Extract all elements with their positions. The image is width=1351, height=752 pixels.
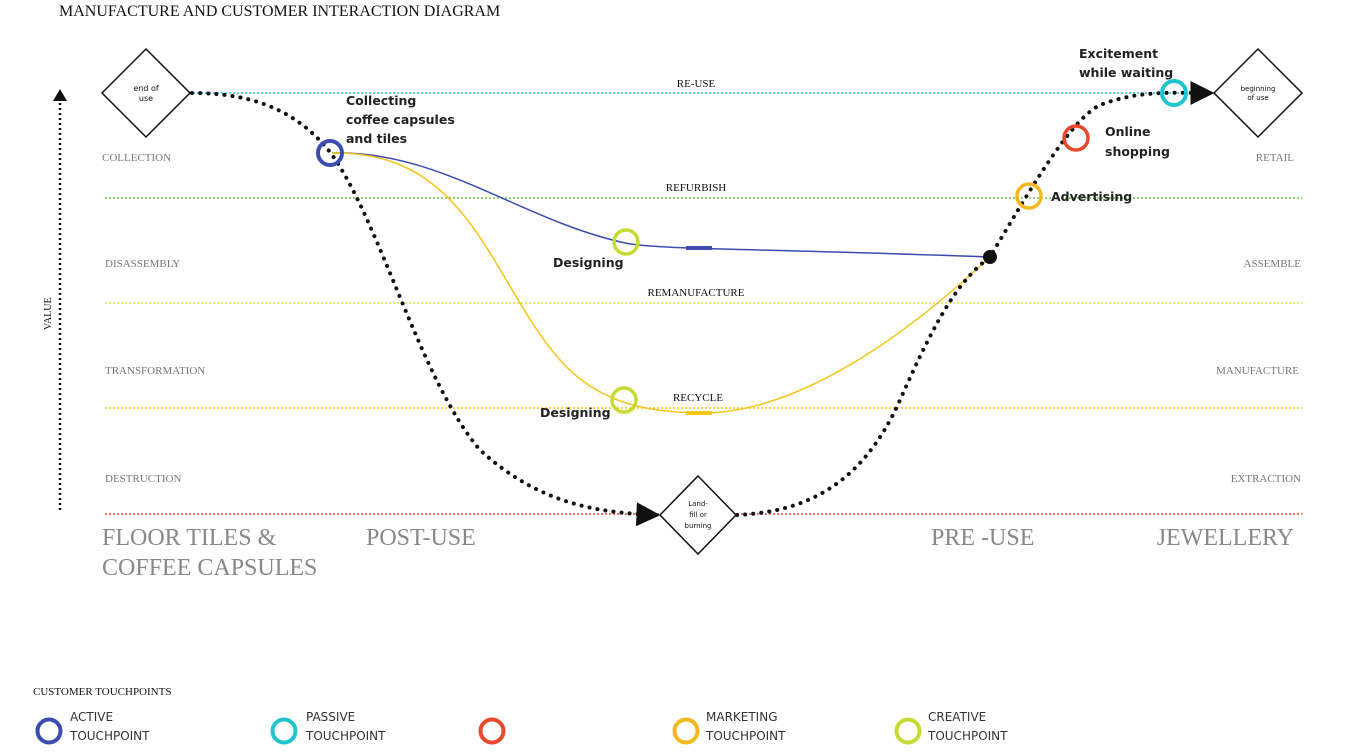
reuse-label: RE-USE [677,78,716,90]
beginning-of-use-node: beginning of use [1212,47,1304,139]
designing-lower-creative-touchpoint [610,386,638,414]
post-use-label: POST-USE [366,525,476,551]
collecting-label-line1: Collecting [346,93,416,108]
legend-creative-icon [894,717,922,745]
legend-passive-icon [270,717,298,745]
excitement-passive-touchpoint [1160,79,1188,107]
legend-creative-line1: CREATIVE [928,710,986,724]
legend-passive-line2: TOUCHPOINT [305,729,386,743]
svg-text:fill or: fill or [689,511,707,519]
legend-active-line2: TOUCHPOINT [69,729,150,743]
legend-marketing-line1: MARKETING [706,710,778,724]
advertising-marketing-touchpoint [1015,182,1043,210]
svg-text:of use: of use [1247,94,1268,102]
touchpoint-legend: CUSTOMER TOUCHPOINTS ACTIVE TOUCHPOINT P… [33,686,1008,745]
designing-upper-label: Designing [553,255,624,270]
excitement-label-line1: Excitement [1079,46,1158,61]
transformation-label: TRANSFORMATION [105,365,205,377]
assemble-junction-dot [983,250,997,264]
svg-text:burning: burning [685,522,712,530]
online-shopping-touchpoint [1062,124,1090,152]
legend-active-icon [35,717,63,745]
diagram-title: MANUFACTURE AND CUSTOMER INTERACTION DIA… [59,3,500,20]
legend-marketing-icon [672,717,700,745]
online-shopping-label-line1: Online [1105,124,1150,139]
online-shopping-label-line2: shopping [1105,144,1170,159]
value-axis: VALUE [43,89,67,510]
designing-lower-label: Designing [540,405,611,420]
designing-upper-creative-touchpoint [612,228,640,256]
collecting-label-line2: coffee capsules [346,112,455,127]
pre-use-dotted-curve [735,80,1215,517]
disassembly-label: DISASSEMBLY [105,258,180,270]
left-product-label-line1: FLOOR TILES & [102,525,277,551]
refurbish-label: REFURBISH [666,182,727,194]
pre-use-label: PRE -USE [931,525,1034,551]
legend-red-icon [478,717,506,745]
value-axis-label: VALUE [43,297,54,330]
legend-marketing-line2: TOUCHPOINT [705,729,786,743]
collecting-active-touchpoint [316,139,344,167]
right-product-label: JEWELLERY [1157,525,1294,551]
retail-label: RETAIL [1256,152,1295,164]
landfill-node: Land- fill or burning [658,474,738,556]
recycle-label: RECYCLE [673,392,723,404]
svg-text:Land-: Land- [688,500,708,508]
collecting-label-line3: and tiles [346,131,407,146]
end-of-use-node: end of use [100,47,192,139]
legend-active-line1: ACTIVE [70,710,113,724]
destruction-label: DESTRUCTION [105,473,181,485]
legend-passive-line1: PASSIVE [306,710,355,724]
advertising-label: Advertising [1051,189,1132,204]
extraction-label: EXTRACTION [1231,473,1301,485]
legend-creative-line2: TOUCHPOINT [927,729,1008,743]
svg-text:use: use [139,94,153,103]
svg-text:end of: end of [133,84,159,93]
refurbish-flow-marker [686,246,712,250]
left-product-label-line2: COFFEE CAPSULES [102,555,317,581]
remanufacture-label: REMANUFACTURE [648,287,745,299]
value-axis-arrow-icon [53,89,67,101]
svg-text:beginning: beginning [1241,85,1276,93]
recycle-flow-marker [686,411,712,415]
collection-label: COLLECTION [102,152,171,164]
assemble-label: ASSEMBLE [1244,258,1302,270]
manufacture-label: MANUFACTURE [1216,365,1299,377]
legend-title: CUSTOMER TOUCHPOINTS [33,686,171,698]
excitement-label-line2: while waiting [1079,65,1173,80]
recycle-flow-line [331,152,991,414]
post-use-dotted-curve [190,91,661,527]
refurbish-flow-line [331,152,991,258]
